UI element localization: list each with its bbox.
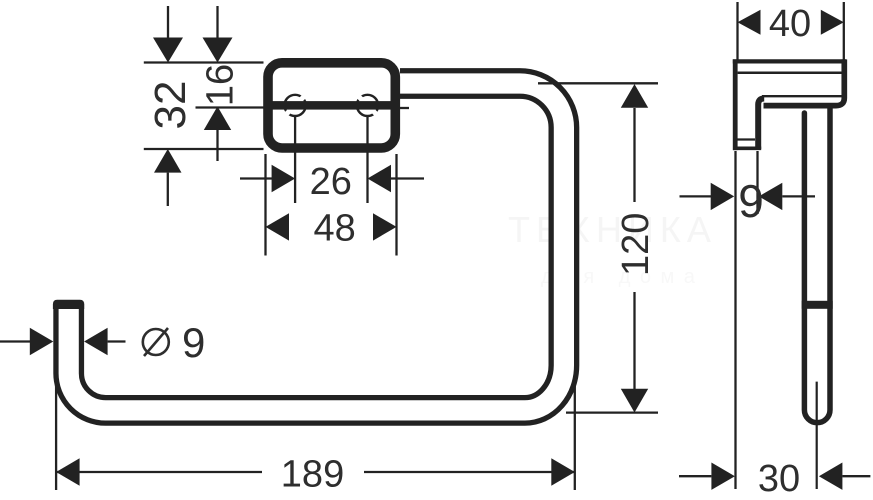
svg-text:ТЕХНИКА: ТЕХНИКА [508,209,717,250]
svg-text:30: 30 [758,458,800,500]
svg-text:9: 9 [182,319,205,366]
svg-text:40: 40 [769,3,811,45]
svg-text:9: 9 [738,175,764,227]
svg-text:32: 32 [146,81,195,130]
svg-text:48: 48 [313,208,355,250]
svg-text:189: 189 [281,453,344,495]
svg-text:120: 120 [615,213,657,276]
svg-text:26: 26 [310,161,352,203]
svg-text:16: 16 [200,64,242,106]
svg-text:для дома: для дома [541,266,704,288]
